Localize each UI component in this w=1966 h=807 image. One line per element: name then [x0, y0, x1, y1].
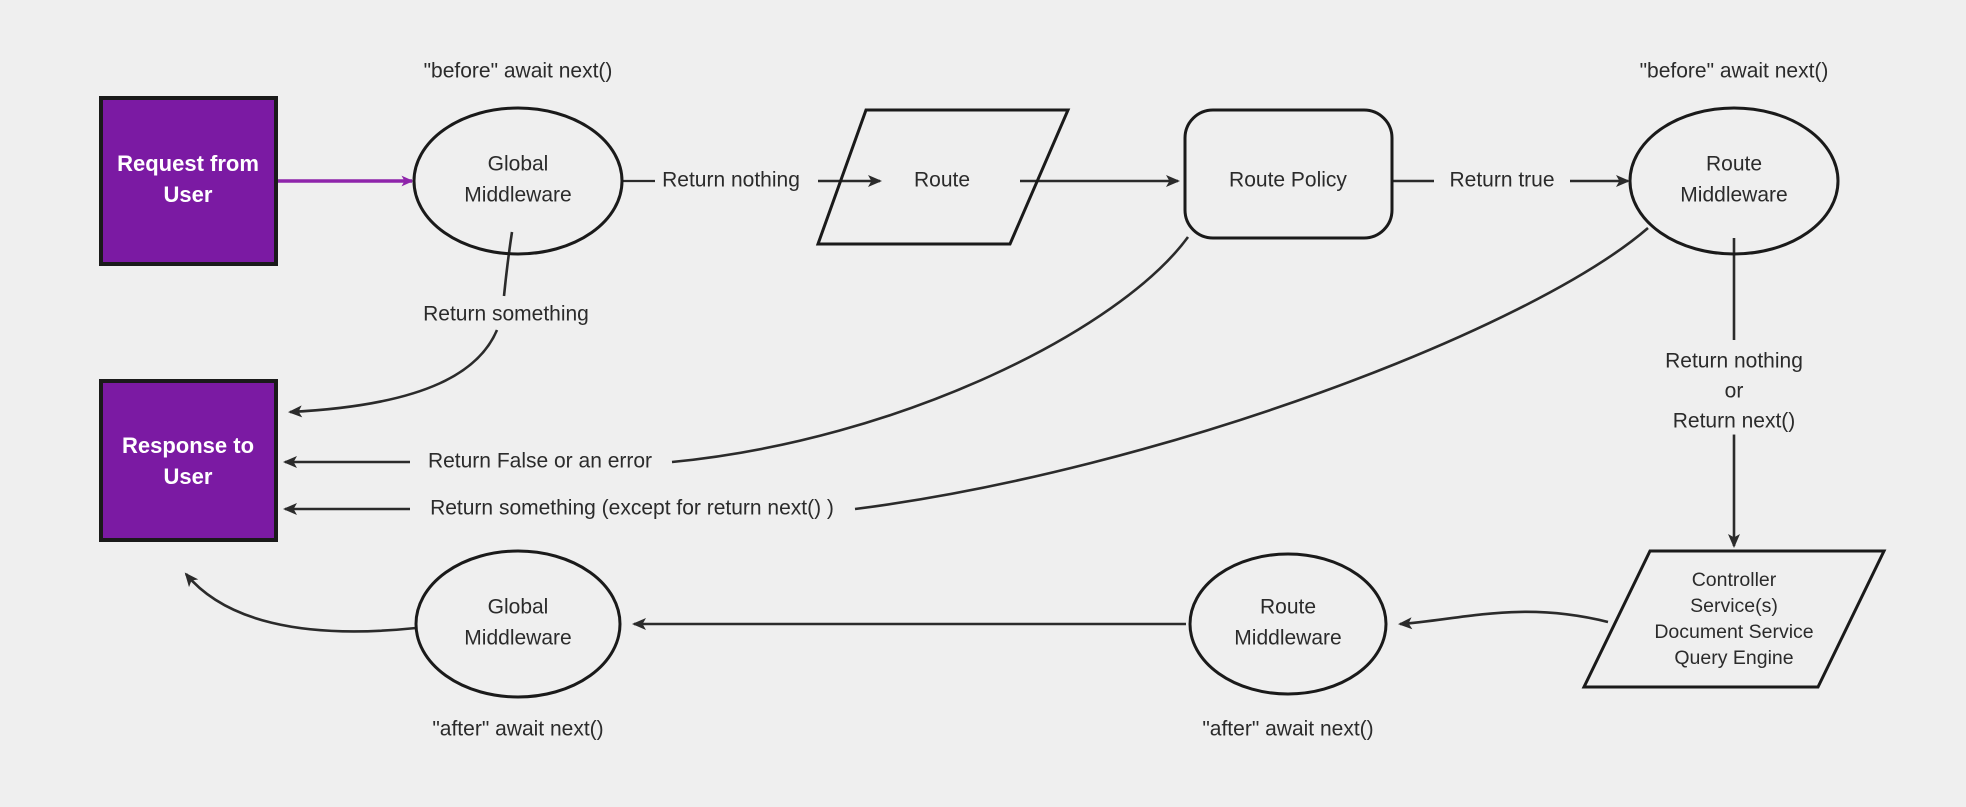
node-global-middleware-after[interactable]: Global Middleware — [414, 549, 622, 699]
request-from-user-label-line1: Request from — [117, 151, 259, 176]
edge-label-return-nothing: Return nothing — [662, 169, 800, 192]
edge-label-handler-line3: Return next() — [1673, 410, 1796, 433]
route-policy-box — [1183, 108, 1394, 240]
global-middleware-after-label-line1: Global — [488, 596, 549, 619]
response-to-user-label-line2: User — [164, 464, 213, 489]
label-backdrop — [1665, 407, 1803, 435]
edge-handler-to-route-middleware-after — [1398, 610, 1609, 630]
edge-route-mw-return-something-right — [854, 227, 1649, 511]
label-backdrop — [1442, 166, 1562, 194]
edge-label-handler-line1: Return nothing — [1665, 350, 1803, 373]
route-policy-label: Route Policy — [1229, 169, 1347, 192]
note-after-route-middleware: "after" await next() — [1202, 718, 1373, 741]
edge-label-handler-line2: or — [1725, 380, 1744, 403]
edge-policy-return-false-right — [671, 236, 1190, 464]
request-from-user-label-line2: User — [164, 182, 213, 207]
node-response-to-user[interactable]: Response to User — [99, 379, 278, 542]
label-backdrop — [416, 300, 596, 328]
edge-global-return-something-lower — [288, 329, 499, 418]
handler-label-line4: Query Engine — [1674, 647, 1793, 669]
request-from-user-box — [99, 96, 278, 266]
edge-label-return-something: Return something — [423, 303, 589, 326]
edge-label-return-false-or-error: Return False or an error — [428, 450, 652, 473]
route-middleware-after-ellipse — [1188, 552, 1388, 696]
handler-label-line3: Document Service — [1654, 621, 1813, 643]
node-request-from-user[interactable]: Request from User — [99, 96, 278, 266]
global-middleware-before-label-line1: Global — [488, 153, 549, 176]
handler-label-line2: Service(s) — [1690, 595, 1778, 617]
label-backdrop — [420, 447, 660, 475]
route-middleware-after-label-line1: Route — [1260, 596, 1316, 619]
edge-global-mw-after-to-response — [184, 572, 417, 633]
route-middleware-before-label-line2: Middleware — [1680, 184, 1787, 207]
edge-label-return-something-except-next: Return something (except for return next… — [430, 497, 834, 520]
node-route-middleware-after[interactable]: Route Middleware — [1188, 552, 1388, 696]
handler-parallelogram — [1581, 549, 1887, 689]
route-label: Route — [914, 169, 970, 192]
edge-label-return-true: Return true — [1449, 169, 1554, 192]
global-middleware-before-ellipse — [412, 106, 624, 256]
handler-label-line1: Controller — [1692, 569, 1777, 591]
label-backdrop — [655, 166, 807, 194]
route-middleware-before-label-line1: Route — [1706, 153, 1762, 176]
node-route[interactable]: Route — [815, 108, 1071, 246]
route-middleware-before-ellipse — [1628, 106, 1840, 256]
route-parallelogram — [815, 108, 1071, 246]
global-middleware-after-ellipse — [414, 549, 622, 699]
edge-global-return-something-upper — [502, 231, 514, 297]
note-before-route-middleware: "before" await next() — [1640, 60, 1829, 83]
route-middleware-after-label-line2: Middleware — [1234, 627, 1341, 650]
node-route-middleware-before[interactable]: Route Middleware — [1628, 106, 1840, 256]
label-backdrop — [423, 494, 841, 522]
response-to-user-box — [99, 379, 278, 542]
global-middleware-before-label-line2: Middleware — [464, 184, 571, 207]
global-middleware-after-label-line2: Middleware — [464, 627, 571, 650]
label-backdrop — [1717, 377, 1751, 405]
response-to-user-label-line1: Response to — [122, 433, 254, 458]
note-after-global-middleware: "after" await next() — [432, 718, 603, 741]
node-global-middleware-before[interactable]: Global Middleware — [412, 106, 624, 256]
node-handler[interactable]: Controller Service(s) Document Service Q… — [1581, 549, 1887, 689]
label-backdrop — [1658, 347, 1810, 375]
node-route-policy[interactable]: Route Policy — [1183, 108, 1394, 240]
note-before-global-middleware: "before" await next() — [424, 60, 613, 83]
